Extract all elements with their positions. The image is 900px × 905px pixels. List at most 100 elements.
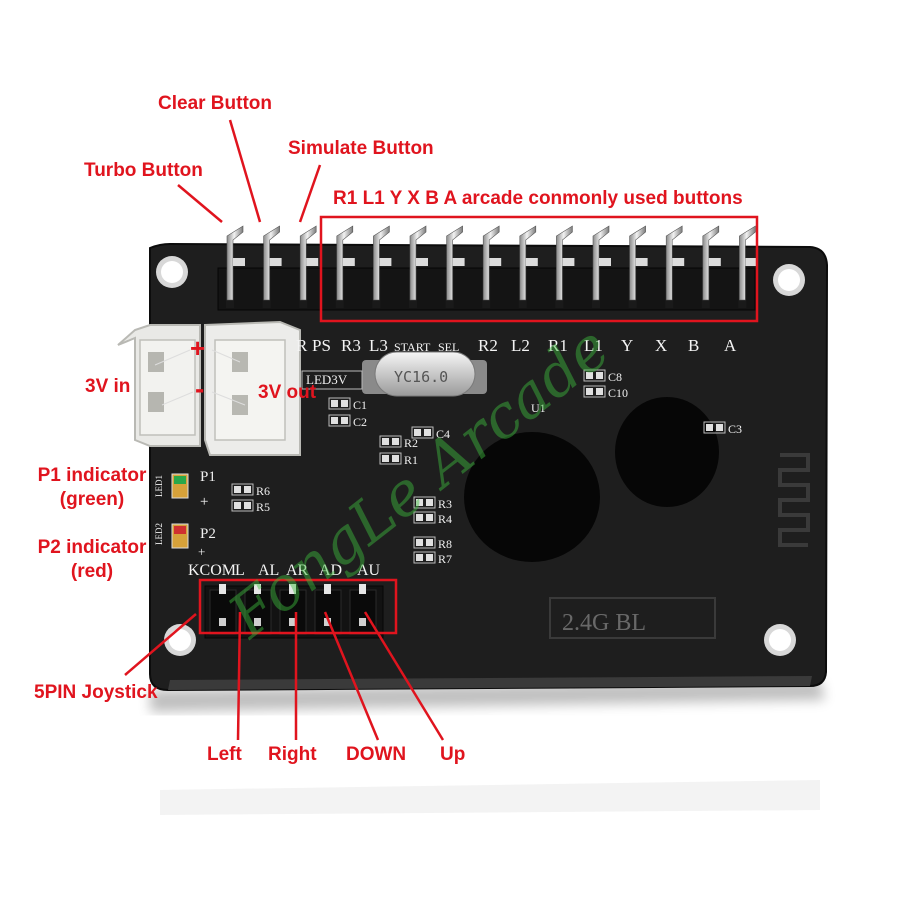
- joy-label: AR: [286, 562, 309, 579]
- jst-connector-in: [117, 324, 201, 447]
- svg-text:R1: R1: [404, 453, 418, 467]
- pin-label: R1: [548, 336, 568, 355]
- svg-text:R3: R3: [438, 497, 452, 511]
- arcade-buttons-highlight: [319, 215, 759, 323]
- header-pin: [518, 225, 538, 308]
- 3v-out-label: 3V out: [258, 382, 317, 403]
- pin-label: R2: [478, 336, 498, 355]
- crystal-oscillator: YC16.0: [362, 351, 487, 397]
- pin-label: B: [688, 336, 699, 355]
- joystick-highlight: [198, 578, 398, 635]
- smd-part: C8: [583, 369, 622, 384]
- pin-label: X: [655, 336, 667, 355]
- header-pin: [372, 225, 392, 308]
- turbo-button-label: Turbo Button: [84, 160, 203, 181]
- plus-line-b: [211, 349, 241, 363]
- pin-label: R3: [341, 336, 361, 355]
- 3v-in-label: 3V in: [85, 376, 131, 397]
- chip-secondary: [615, 397, 719, 507]
- smd-part: R5: [231, 499, 270, 514]
- pin-label: A: [724, 336, 737, 355]
- header-pin: [592, 225, 611, 308]
- led1-top: [174, 476, 186, 484]
- pin-label: R: [296, 336, 308, 355]
- p1-indicator-label: P1 indicator (green): [23, 465, 161, 511]
- p2-indicator-label: P2 indicator (red): [21, 537, 163, 583]
- header-pin: [555, 225, 575, 308]
- module-label: 2.4G BL: [562, 610, 646, 636]
- right-label: Right: [268, 744, 317, 765]
- minus-line-b: [211, 391, 246, 406]
- smd-part: U1: [531, 401, 546, 415]
- svg-text:R2: R2: [404, 436, 418, 450]
- up-label: Up: [440, 744, 466, 765]
- svg-text:R4: R4: [438, 512, 452, 526]
- header-pin: [409, 225, 428, 308]
- svg-text:R8: R8: [438, 537, 452, 551]
- header-pin: [299, 225, 319, 308]
- led2-silk: LED2: [154, 523, 164, 545]
- pin-label: PS: [312, 336, 331, 355]
- minus-line-a: [161, 391, 194, 406]
- svg-text:R7: R7: [438, 552, 452, 566]
- pin-label: START: [394, 340, 431, 354]
- joystick-pin: [314, 584, 342, 635]
- svg-text:R6: R6: [256, 484, 270, 498]
- svg-text:C4: C4: [436, 427, 450, 441]
- header-pin: [665, 225, 685, 308]
- header-pin: [445, 225, 465, 308]
- smd-part: R1: [379, 452, 418, 467]
- smd-part: C1: [328, 397, 367, 412]
- pcb-edge: [168, 676, 812, 690]
- joystick-pin: [349, 584, 377, 635]
- smd-part: R3: [413, 496, 452, 511]
- smd-part: R4: [413, 511, 452, 526]
- joystick-pin: [209, 584, 237, 635]
- chip-u1: [464, 432, 600, 562]
- smd-part: C3: [703, 421, 742, 436]
- joy-label: AD: [319, 562, 342, 579]
- joy-label: KCOM: [188, 562, 236, 579]
- p2-indicator-color: (red): [70, 560, 114, 582]
- p1-indicator-title: P1 indicator: [37, 465, 147, 486]
- svg-text:C10: C10: [608, 386, 628, 400]
- 5pin-joystick-label: 5PIN Joystick: [34, 682, 158, 703]
- led2-top: [174, 526, 186, 534]
- plus-line-a: [154, 349, 191, 366]
- svg-text:C3: C3: [728, 422, 742, 436]
- pin-label: L2: [511, 336, 530, 355]
- joy-label: AL: [258, 562, 279, 579]
- smd-part: R7: [413, 551, 452, 566]
- mounting-holes: [156, 256, 805, 656]
- header-pin: [262, 225, 282, 308]
- smd-part: C10: [583, 385, 628, 400]
- p2-silk: P2: [200, 526, 216, 542]
- svg-text:C8: C8: [608, 370, 622, 384]
- smd-part: C2: [328, 414, 367, 429]
- header-pin: [335, 225, 355, 308]
- p1-indicator-color: (green): [59, 488, 125, 510]
- header-pin: [482, 225, 502, 308]
- jst-connector-out: [204, 320, 301, 456]
- simulate-button-label: Simulate Button: [288, 138, 434, 159]
- led3v-box: [301, 370, 363, 390]
- header-pin: [701, 225, 721, 308]
- header-pin: [738, 225, 758, 308]
- p2-indicator-title: P2 indicator: [37, 537, 147, 558]
- pin-label: Y: [621, 336, 633, 355]
- joy-label: AU: [357, 562, 381, 579]
- p1-plus-silk: +: [200, 494, 208, 510]
- p1-silk: P1: [200, 469, 216, 485]
- smd-part: R2: [379, 435, 418, 450]
- minus-sign: -: [195, 373, 204, 404]
- p2-plus-silk: +: [198, 544, 205, 559]
- led3v-label: LED3V: [306, 372, 348, 387]
- svg-text:C1: C1: [353, 398, 367, 412]
- module-outline: [549, 597, 716, 639]
- joystick-header-pins: [209, 584, 377, 635]
- arcade-buttons-label: R1 L1 Y X B A arcade conmonly used butto…: [333, 188, 743, 209]
